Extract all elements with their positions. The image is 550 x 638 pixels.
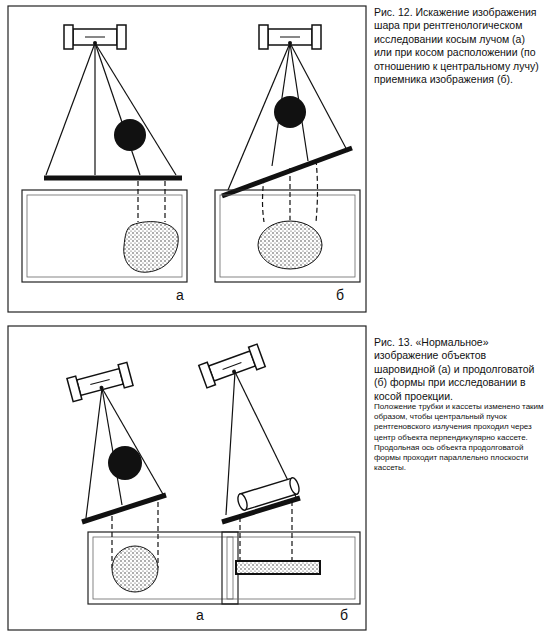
oblong-image [236, 561, 320, 574]
cassette [22, 190, 187, 282]
panel-letter: б [336, 287, 350, 305]
cassette [88, 532, 238, 604]
film-plate [44, 176, 182, 181]
cassette-inner [220, 195, 355, 277]
projection-lines [138, 181, 165, 222]
film-plate [222, 498, 300, 522]
cassette [215, 190, 360, 282]
ball-object [108, 446, 142, 480]
round-image [112, 546, 158, 592]
projection-lines [240, 501, 292, 560]
xray-tube [67, 362, 133, 401]
panel-letter: а [176, 287, 190, 305]
ball-object [274, 96, 306, 128]
cassette-inner [93, 537, 233, 599]
xray-tube [199, 344, 265, 388]
x-ray-beams [228, 43, 348, 190]
figure-caption: Рис. 12. Искажение изображения шара при … [374, 6, 544, 87]
film-plate [222, 148, 352, 196]
projection-lines [263, 160, 318, 222]
ball-object [114, 119, 146, 151]
cassette-inner [27, 195, 182, 277]
panel-letter: б [340, 607, 354, 625]
x-ray-beams [226, 372, 296, 515]
cassette-inner [227, 537, 355, 599]
panel-letter: а [196, 607, 210, 625]
figure-note: Положение трубки и кассеты изменено таки… [374, 402, 544, 474]
figure-frame [8, 326, 366, 630]
figure-caption: Рис. 13. «Нормальное» изображение объект… [374, 336, 544, 403]
cassette [222, 532, 360, 604]
film-plate [82, 495, 166, 522]
x-ray-beams [46, 43, 176, 175]
figure-frame [8, 6, 366, 312]
distorted-image [258, 221, 322, 269]
distorted-image [124, 222, 178, 273]
